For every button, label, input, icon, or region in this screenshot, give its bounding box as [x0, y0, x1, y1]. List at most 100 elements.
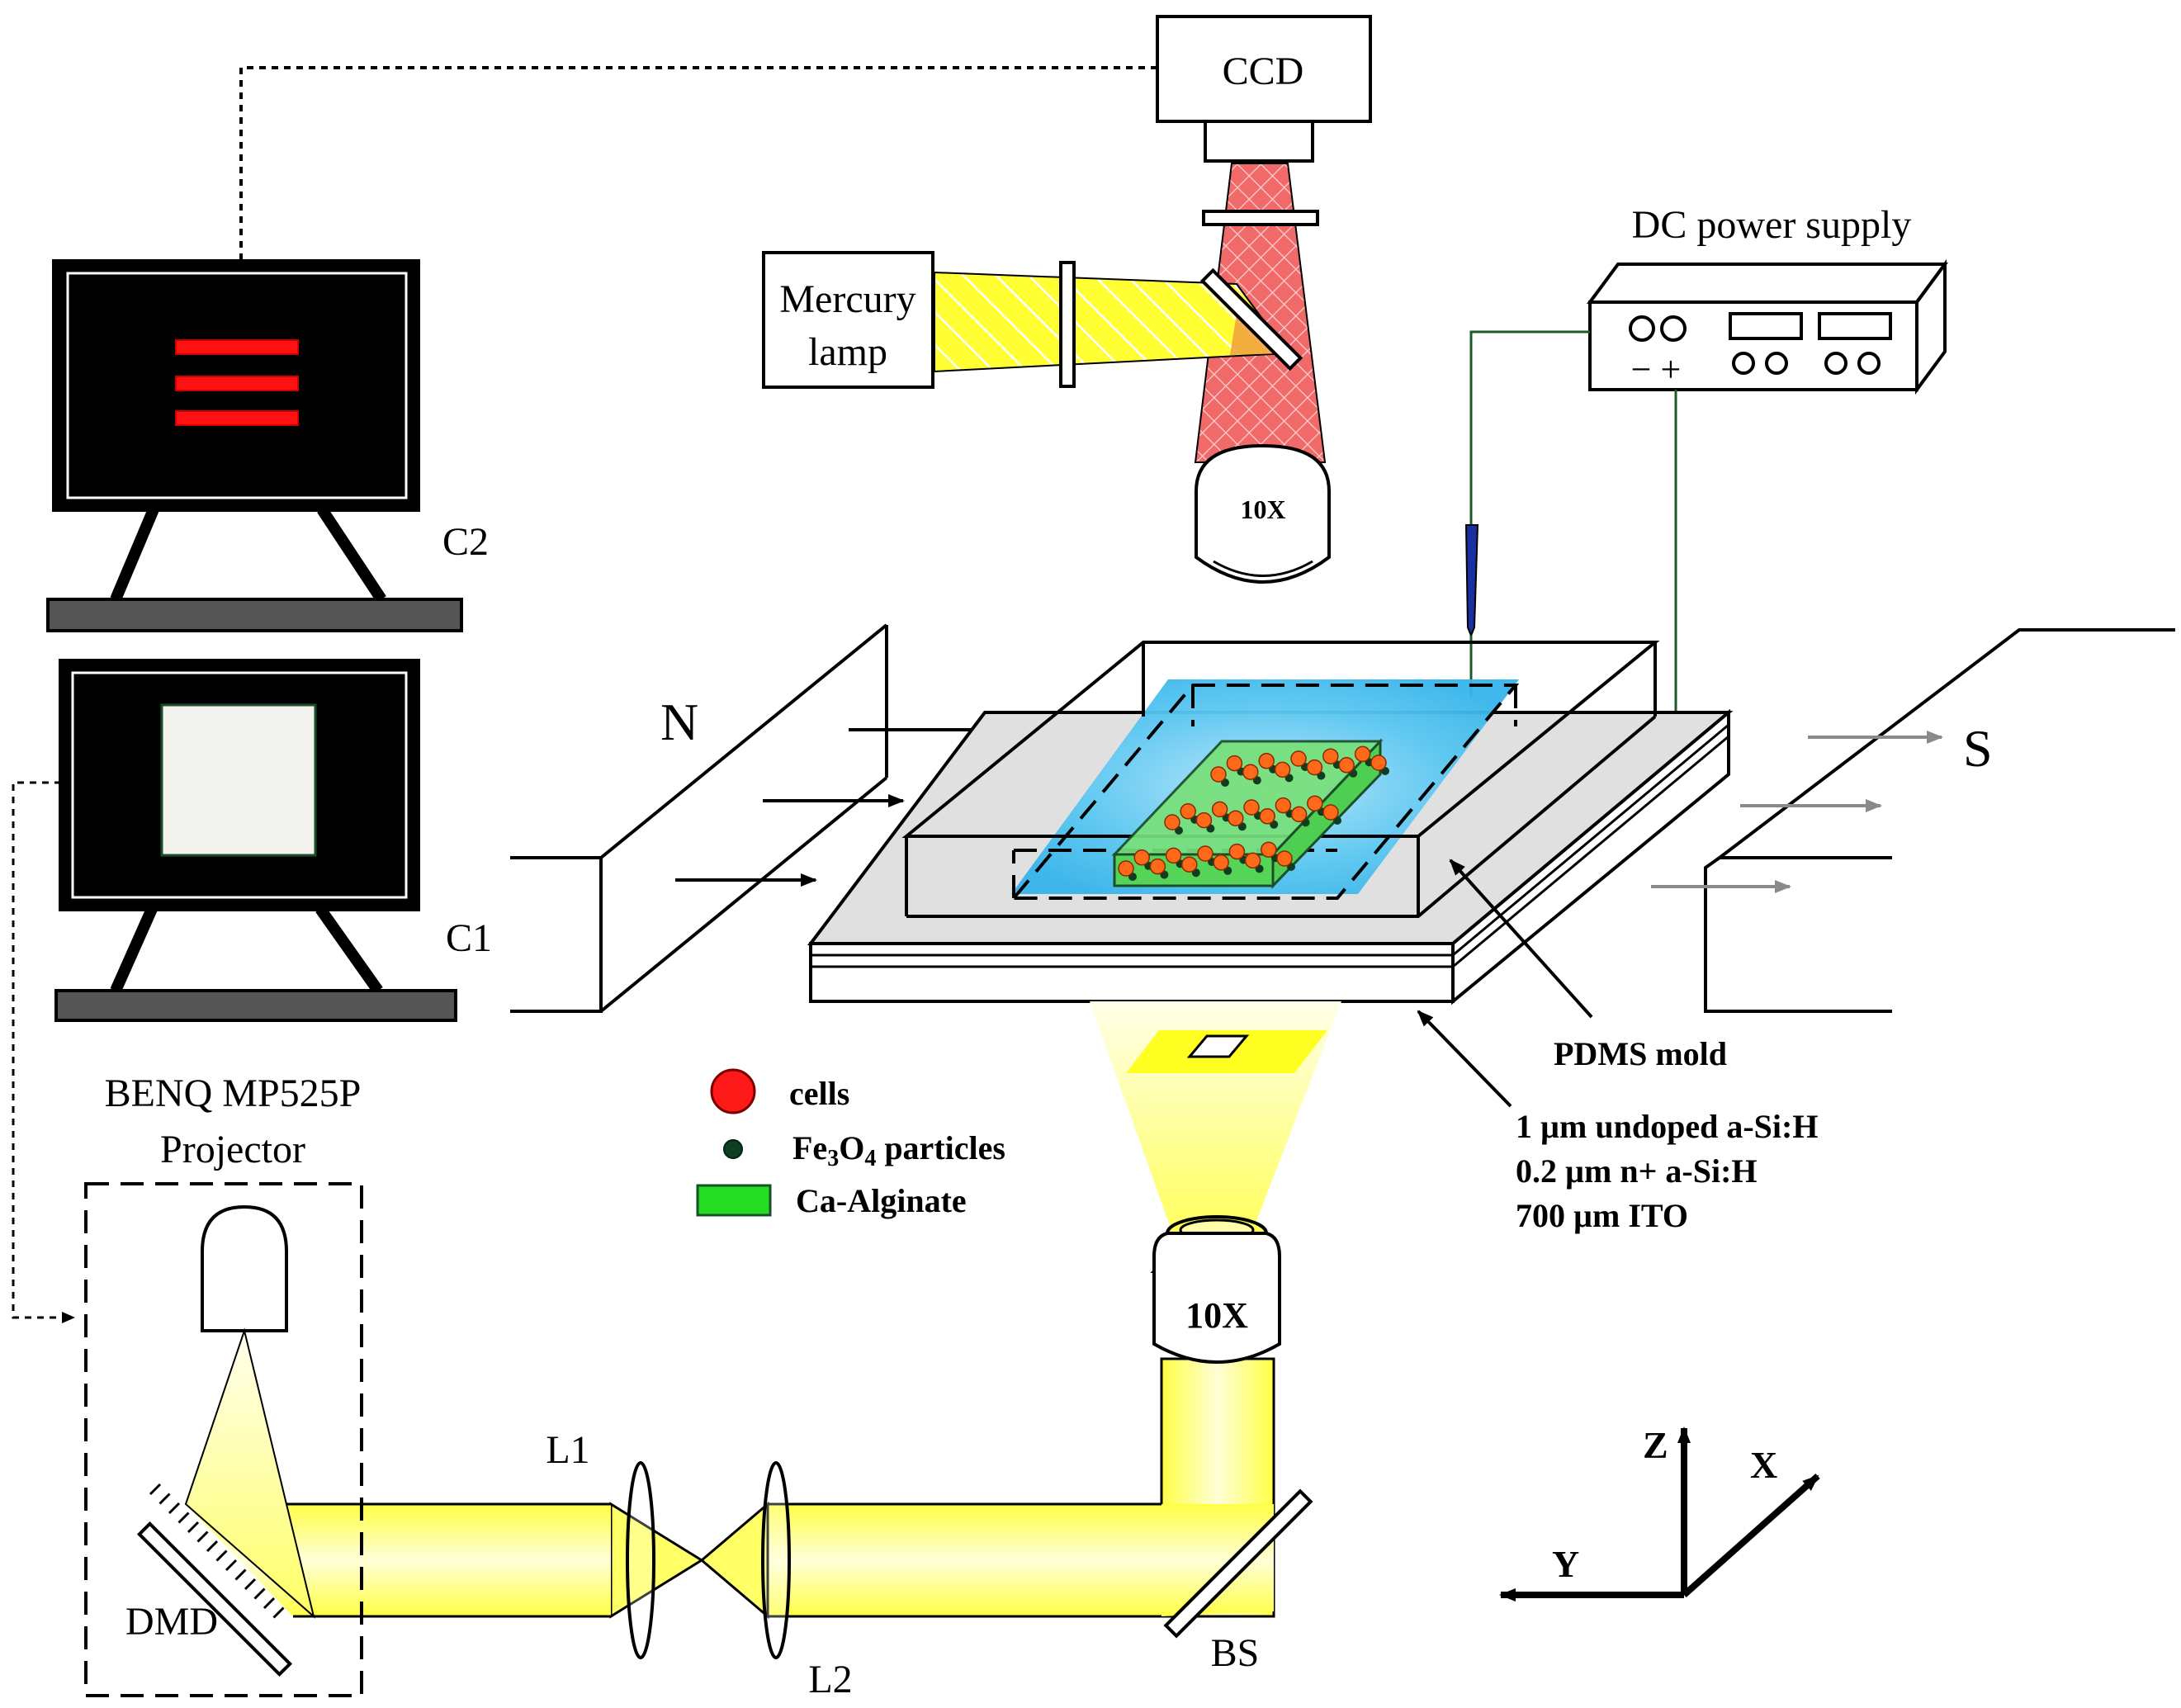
- cell: [1290, 806, 1308, 823]
- legend-particles-swatch: [723, 1139, 743, 1159]
- cell: [1164, 814, 1180, 830]
- legend-cells-swatch: [710, 1068, 756, 1114]
- pdms-mold-label: PDMS mold: [1554, 1035, 1727, 1072]
- cell: [1213, 854, 1229, 871]
- dmd-mirror: [177, 1512, 190, 1524]
- mercury-lamp-label-1: Mercury: [779, 277, 915, 321]
- cell: [1261, 841, 1277, 858]
- cell: [1338, 757, 1355, 774]
- cell: [1210, 766, 1227, 783]
- dichroic-mirror: [1199, 267, 1303, 371]
- objective-bottom: [1150, 1215, 1281, 1364]
- ccd-label: CCD: [1223, 50, 1304, 93]
- cell: [1242, 764, 1259, 780]
- cell: [1165, 847, 1182, 864]
- dmd-mirror: [234, 1568, 247, 1581]
- lens-l2: [761, 1461, 791, 1659]
- cell: [1307, 795, 1323, 811]
- projector-cable: [12, 781, 75, 1323]
- cell: [1180, 803, 1196, 820]
- cell: [1228, 810, 1244, 826]
- cell: [1133, 849, 1150, 866]
- projector-lamp: [201, 1204, 288, 1332]
- mercury-lamp-label-2: lamp: [808, 330, 887, 374]
- projector-label-2: Projector: [160, 1128, 305, 1171]
- magnet-n-label: N: [660, 693, 698, 751]
- dmd-mirror: [158, 1493, 171, 1505]
- dmd-mirror: [168, 1502, 181, 1515]
- l2-label: L2: [808, 1658, 852, 1701]
- cell: [1195, 811, 1213, 829]
- observation-beam: [1194, 163, 1327, 463]
- probe-needle: [1464, 524, 1479, 638]
- cell: [1275, 797, 1292, 814]
- pdms-pointer: [1449, 859, 1593, 1019]
- magnet-s-label: S: [1963, 719, 1993, 778]
- cell: [1276, 850, 1293, 867]
- objective-top: [1195, 443, 1331, 584]
- dmd-mirror: [253, 1587, 266, 1600]
- cell: [1259, 808, 1275, 825]
- cell: [1370, 755, 1387, 771]
- cell: [1306, 759, 1323, 776]
- cell-lines: [1118, 745, 1389, 881]
- objective-top-label: 10X: [1240, 494, 1285, 524]
- axis-x-label: X: [1750, 1444, 1777, 1486]
- cell: [1322, 804, 1339, 821]
- magnet-north: [510, 623, 888, 1013]
- dmd-mirror: [244, 1578, 257, 1591]
- objective-bottom-label: 10X: [1185, 1295, 1248, 1336]
- cell: [1258, 753, 1275, 769]
- c2-label: C2: [442, 520, 489, 564]
- cell: [1243, 799, 1260, 816]
- ccd-camera: [1156, 15, 1372, 163]
- cell: [1181, 856, 1198, 873]
- dmd-mirror: [225, 1559, 238, 1572]
- negative-wire: [1469, 330, 1590, 528]
- projector-boundary: [84, 1182, 363, 1697]
- dmd-mirror: [196, 1531, 209, 1543]
- cell: [1274, 761, 1291, 778]
- beam-splitter: [1163, 1488, 1313, 1639]
- bs-label: BS: [1211, 1631, 1260, 1675]
- legend: cells Fe3O4 particles Ca-Alginate: [696, 1068, 1005, 1219]
- dmd: [136, 1483, 293, 1677]
- cell: [1226, 755, 1243, 772]
- l1-label: L1: [546, 1428, 589, 1472]
- cell: [1244, 852, 1261, 869]
- cell: [1322, 748, 1339, 764]
- beam-after-l2: [768, 1504, 1274, 1616]
- dc-power-supply-label: DC power supply: [1632, 203, 1912, 247]
- dmd-mirror: [187, 1521, 200, 1534]
- dmd-mirror: [206, 1540, 219, 1553]
- cell: [1211, 801, 1228, 818]
- layer-pointer: [1417, 1010, 1512, 1108]
- cell: [1228, 843, 1246, 860]
- mercury-lamp: [762, 251, 934, 389]
- axis-z-label: Z: [1643, 1424, 1668, 1466]
- dc-power-supply: [1587, 258, 1948, 395]
- ccd-cable: [239, 66, 1157, 272]
- beam-after-l2-edges: [768, 1502, 1161, 1618]
- legend-particles-label: Fe3O4 particles: [792, 1129, 1005, 1171]
- layer-1-label: 1 µm undoped a-Si:H: [1516, 1108, 1818, 1145]
- legend-alginate-label: Ca-Alginate: [796, 1182, 967, 1219]
- mercury-filter: [1059, 261, 1076, 388]
- cell: [1354, 745, 1371, 763]
- dc-terminal-label: − +: [1631, 349, 1682, 390]
- excitation-beam: [934, 271, 1289, 373]
- cell: [1197, 845, 1214, 862]
- cell: [1118, 860, 1134, 877]
- layer-3-label: 700 µm ITO: [1516, 1197, 1688, 1234]
- dmd-label: DMD: [125, 1600, 218, 1644]
- dmd-mirror: [149, 1483, 162, 1496]
- monitor-c1: [54, 659, 457, 1022]
- legend-cells-label: cells: [789, 1075, 849, 1112]
- projected-pattern: [1186, 1034, 1250, 1058]
- c1-label: C1: [446, 916, 492, 960]
- magnet-south: [1704, 628, 2175, 1013]
- coordinate-axes: [1499, 1426, 1820, 1602]
- projector-label-1: BENQ MP525P: [105, 1072, 362, 1115]
- dmd-mirror: [272, 1606, 285, 1619]
